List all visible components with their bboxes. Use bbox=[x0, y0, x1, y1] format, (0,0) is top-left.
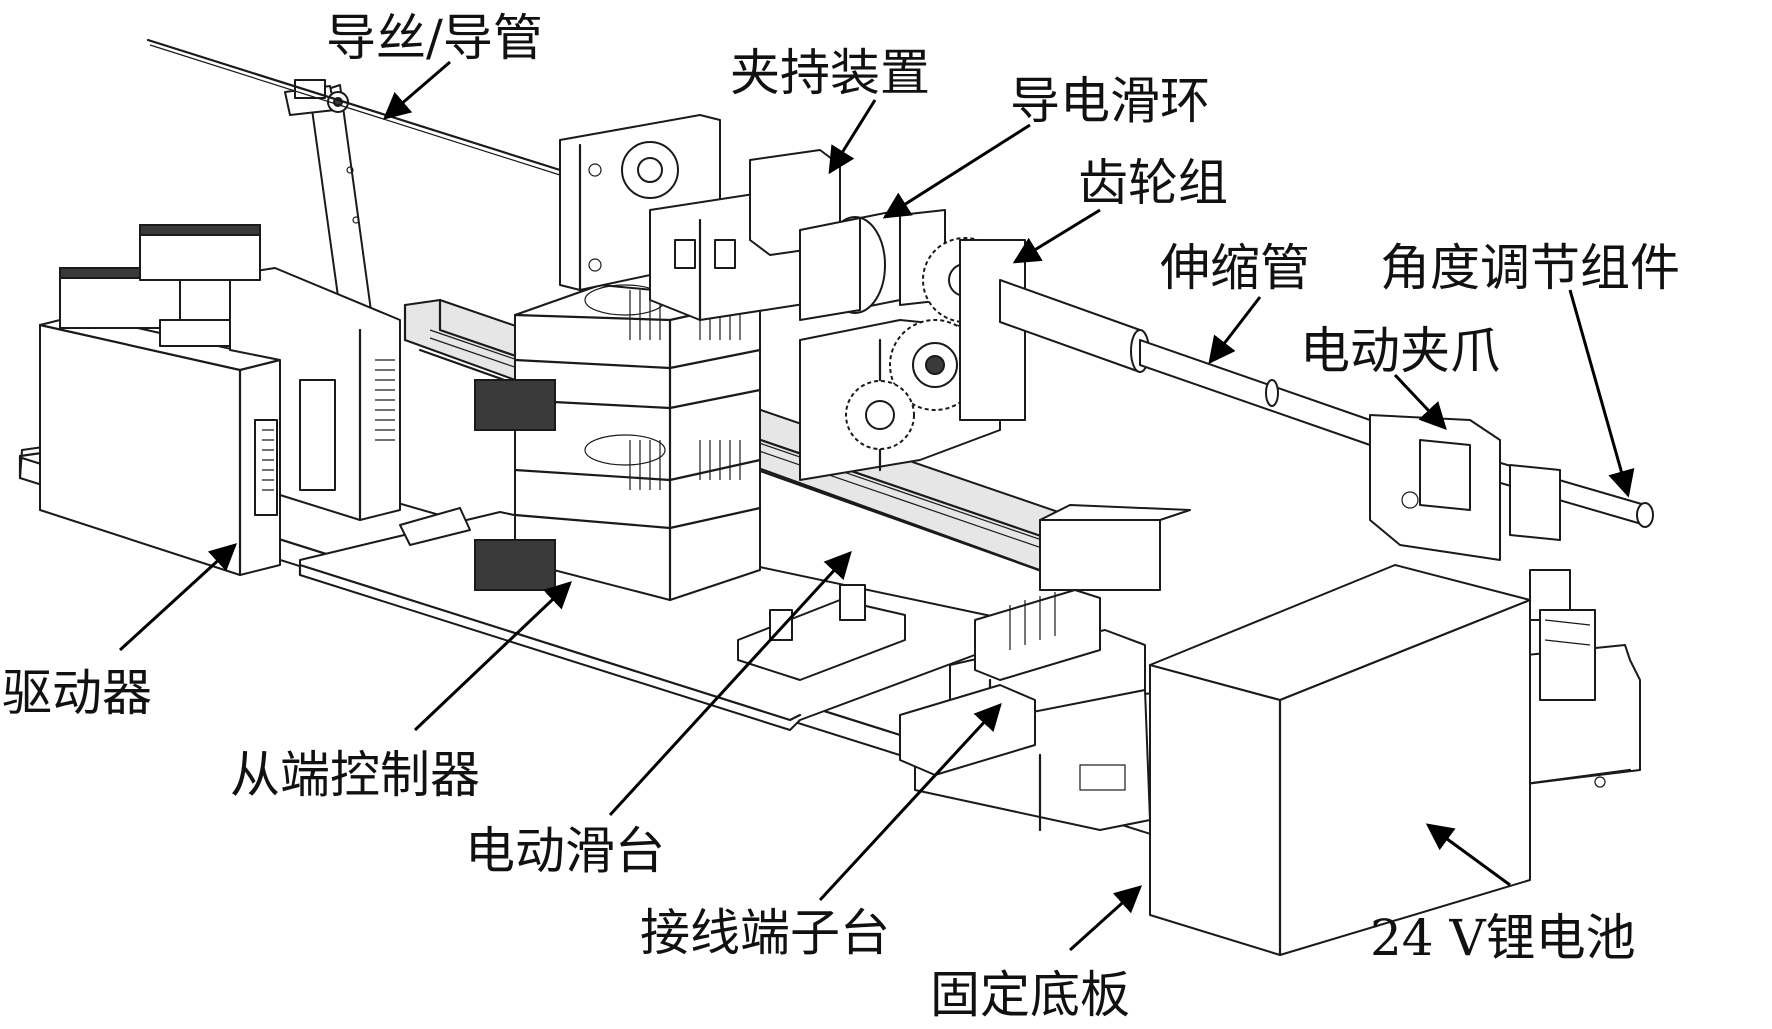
label-slave-controller: 从端控制器 bbox=[230, 746, 480, 804]
label-fixed-base: 固定底板 bbox=[930, 966, 1130, 1024]
gear-set bbox=[799, 237, 1026, 481]
label-guidewire: 导丝/导管 bbox=[326, 9, 543, 67]
label-battery: 24 V锂电池 bbox=[1370, 909, 1636, 967]
label-gear-set: 齿轮组 bbox=[1078, 154, 1228, 212]
leader-lines bbox=[118, 60, 1635, 952]
slave-controller bbox=[474, 284, 762, 602]
label-driver: 驱动器 bbox=[2, 664, 152, 722]
label-electric-gripper: 电动夹爪 bbox=[1300, 322, 1500, 380]
small-pcb bbox=[399, 507, 906, 681]
battery-box bbox=[1148, 564, 1532, 957]
electric-gripper bbox=[1369, 414, 1596, 701]
slip-ring bbox=[799, 209, 946, 321]
label-slip-ring: 导电滑环 bbox=[1010, 72, 1210, 130]
guidewire-line bbox=[146, 38, 562, 172]
label-clamp: 夹持装置 bbox=[730, 44, 930, 102]
driver-1 bbox=[38, 267, 282, 577]
label-telescopic-tube: 伸缩管 bbox=[1160, 239, 1310, 297]
label-angle-adjust: 角度调节组件 bbox=[1380, 239, 1680, 297]
label-electric-slide: 电动滑台 bbox=[465, 822, 665, 880]
driver-2 bbox=[139, 224, 401, 522]
label-terminal-block: 接线端子台 bbox=[640, 904, 890, 962]
